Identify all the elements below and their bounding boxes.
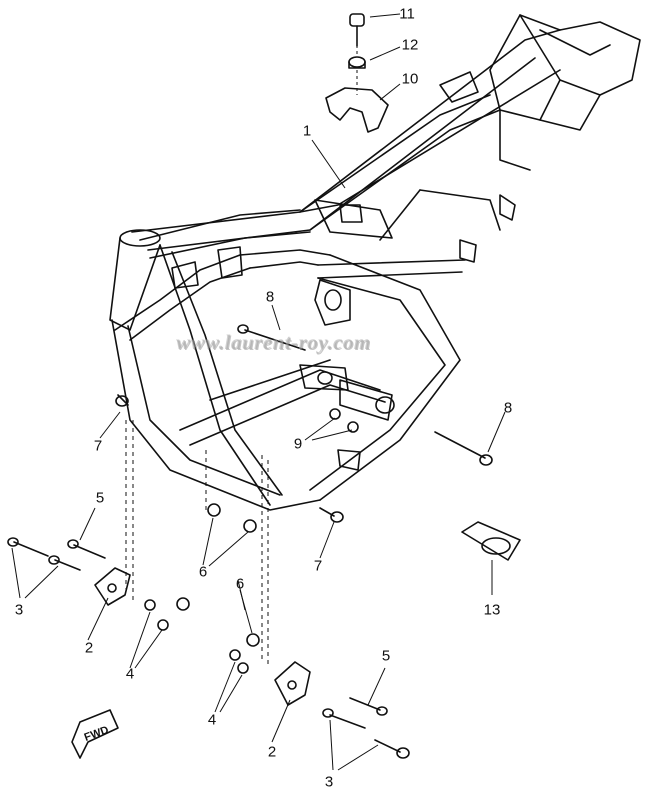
part-6-nuts [176, 503, 260, 647]
callout-11: 11 [399, 5, 415, 23]
callout-10: 10 [401, 70, 419, 88]
callout-5-right: 5 [381, 647, 391, 665]
callout-6-lower: 6 [235, 575, 245, 593]
callout-3-right: 3 [324, 773, 334, 791]
callout-13: 13 [483, 601, 501, 619]
part-8-bolt-upper [237, 324, 306, 351]
part-9-nuts [329, 408, 359, 433]
callout-4-left: 4 [125, 665, 135, 683]
part-7-bolt-left [115, 394, 129, 407]
callout-2-left: 2 [84, 639, 94, 657]
callout-5-left: 5 [95, 489, 105, 507]
part-7-bolt-right [319, 507, 344, 523]
callout-8-right: 8 [503, 399, 513, 417]
part-8-bolt-right [434, 431, 493, 466]
callout-9: 9 [293, 435, 303, 453]
callout-7-left: 7 [93, 437, 103, 455]
main-frame [109, 14, 641, 511]
callout-2-right: 2 [267, 743, 277, 761]
fwd-arrow [71, 709, 119, 759]
callout-6-upper: 6 [198, 563, 208, 581]
leader-lines [11, 13, 506, 771]
callout-8-upper: 8 [265, 288, 275, 306]
callout-3-left: 3 [14, 601, 24, 619]
callout-12: 12 [401, 36, 419, 54]
part-12-nut [348, 56, 366, 69]
bracket-assembly-right [229, 649, 410, 759]
part-13-pad [461, 521, 521, 561]
part-10-bracket [325, 87, 389, 133]
callout-7-right: 7 [313, 557, 323, 575]
bracket-assembly-left [7, 537, 169, 631]
callout-4-right: 4 [207, 711, 217, 729]
watermark-text: www.laurent-roy.com [176, 330, 371, 354]
callout-1: 1 [302, 122, 312, 140]
